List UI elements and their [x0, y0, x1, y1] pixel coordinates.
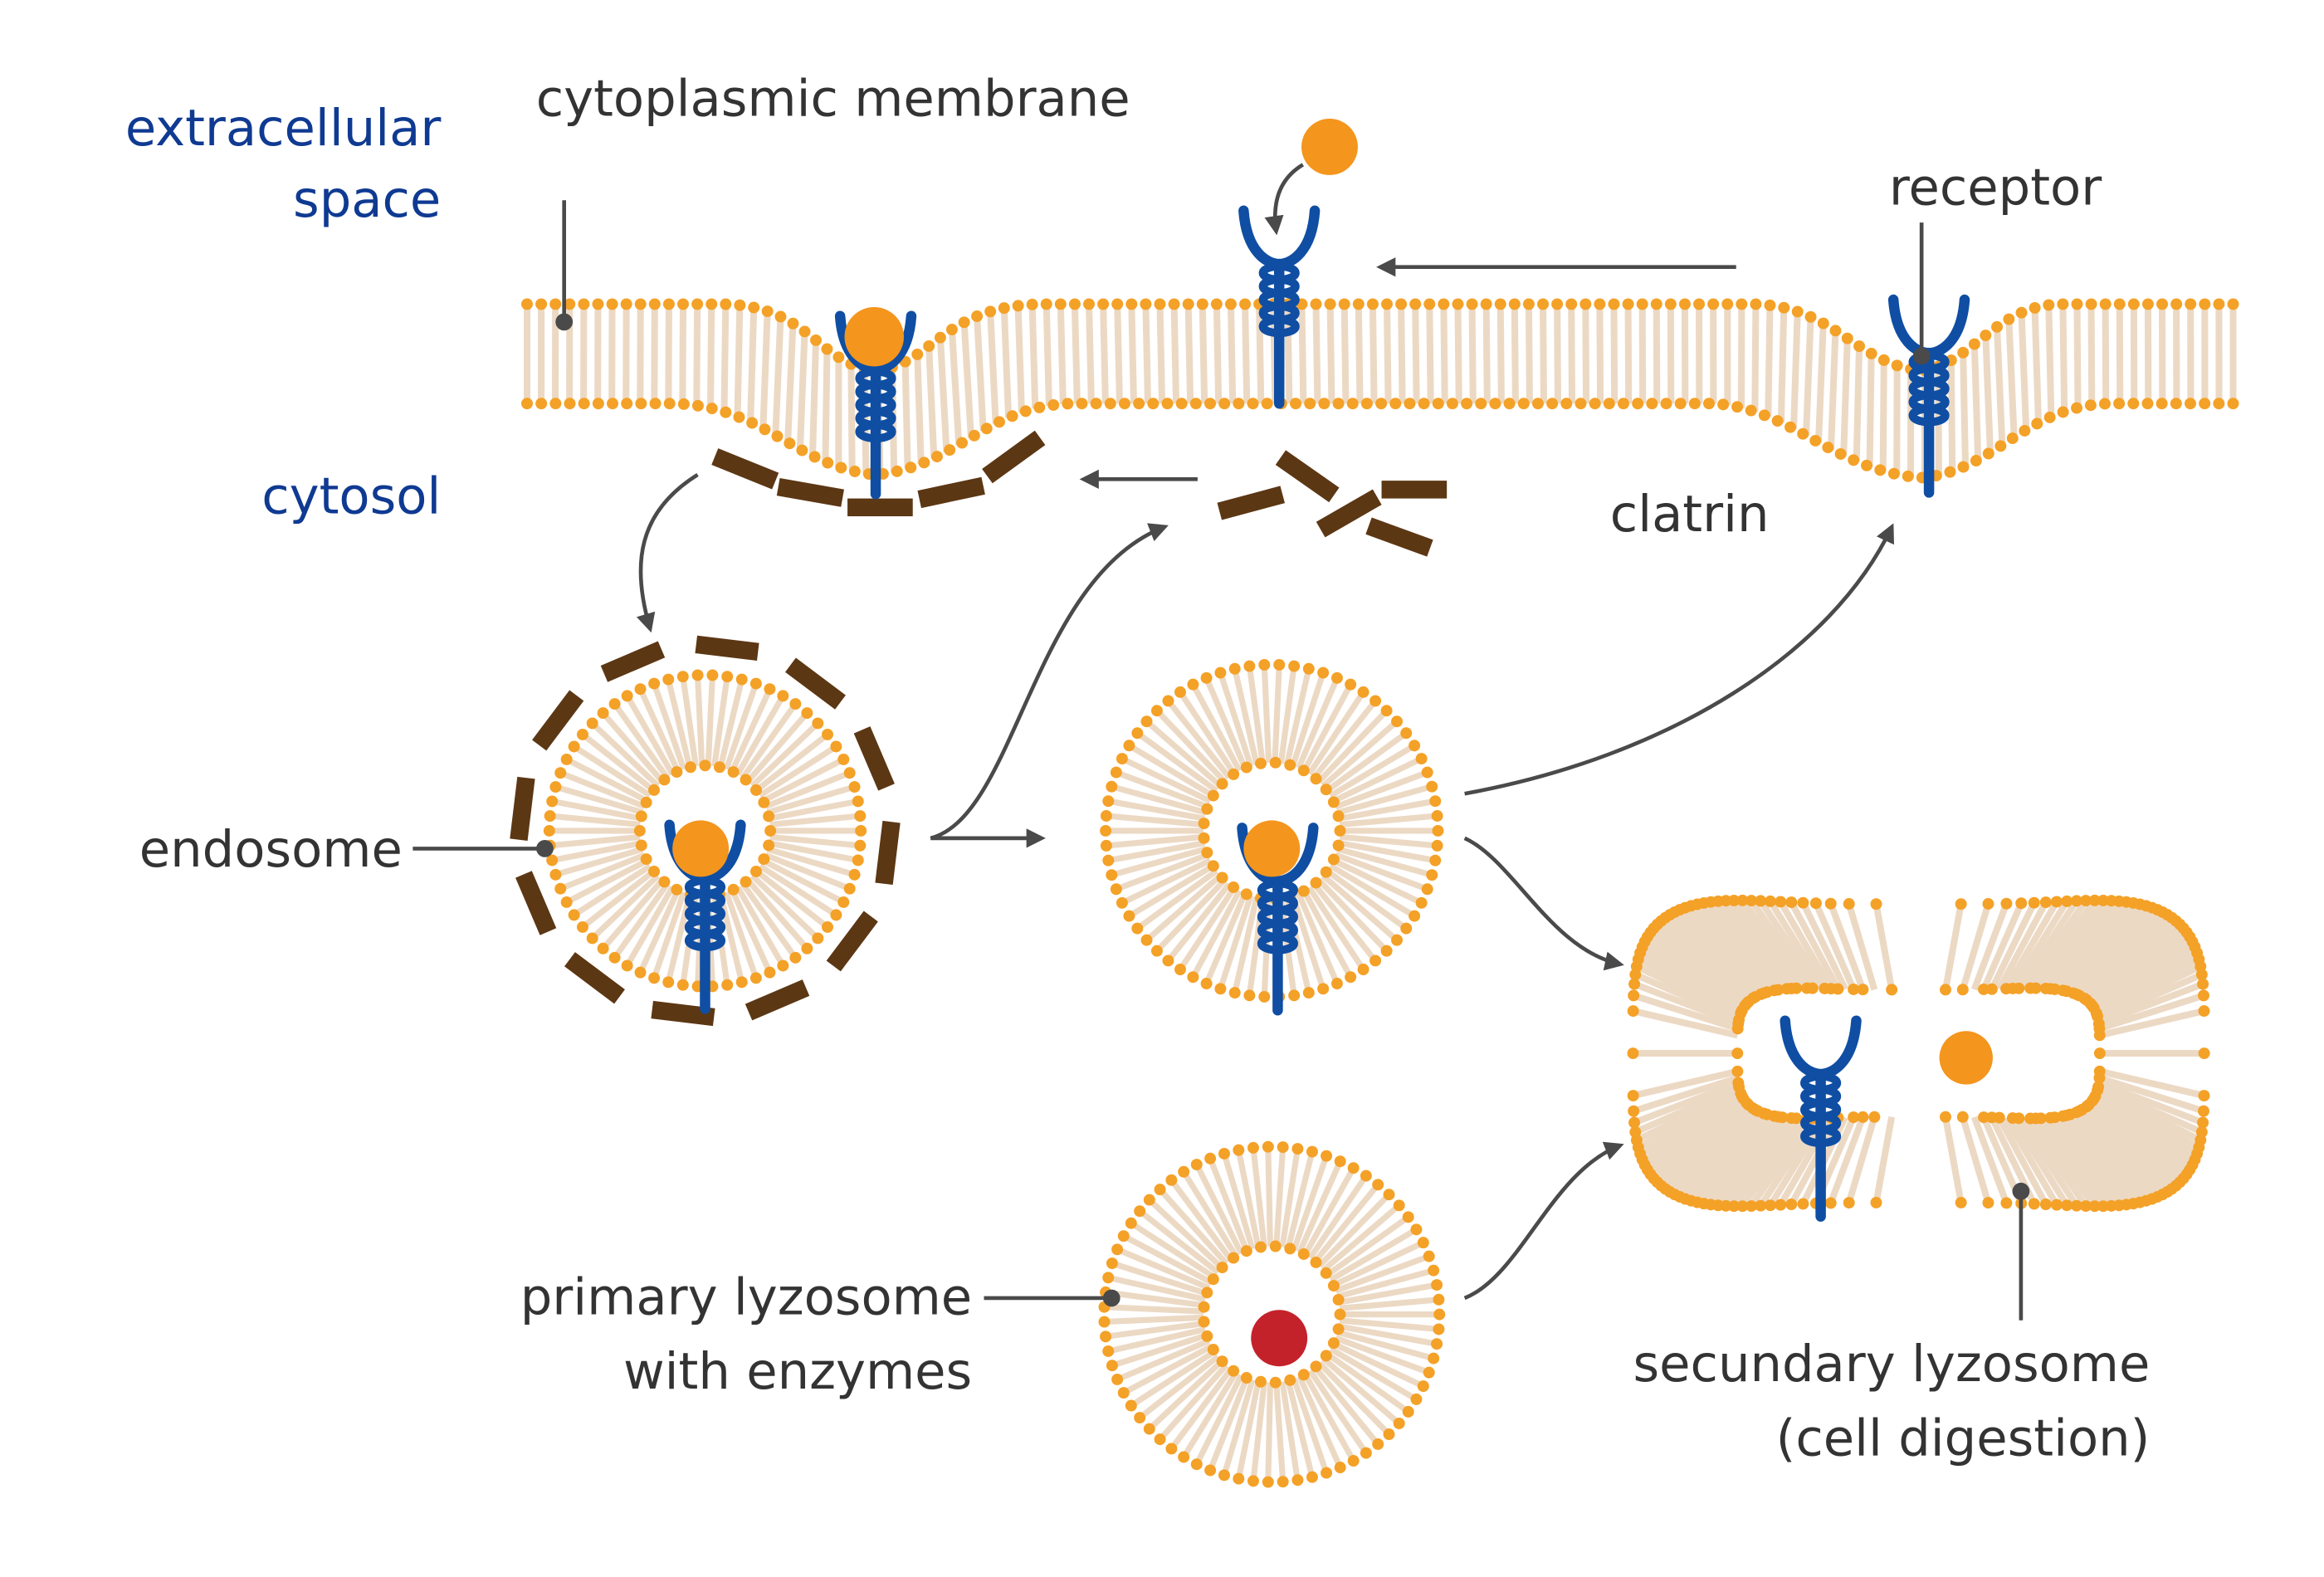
label-primary-1: primary lyzosome	[520, 1269, 972, 1327]
clathrin-coat-on-endosome	[510, 635, 901, 1027]
clathrin-coat-on-membrane	[711, 430, 1046, 517]
arrow-pit-to-endosome	[636, 472, 699, 633]
arrow-receptor-recycle	[1464, 523, 1894, 796]
ligands	[672, 118, 1993, 1085]
label-secondary-1: secundary lyzosome	[1633, 1335, 2151, 1394]
label-leaders	[413, 200, 2030, 1321]
receptor-free-membrane	[1238, 205, 1321, 409]
label-secondary-2: (cell digestion)	[1776, 1409, 2151, 1467]
label-cytosol: cytosol	[261, 467, 441, 525]
arrow-clathrin-release	[930, 523, 1169, 841]
secondary-lyzosome	[1627, 894, 2210, 1213]
label-endosome: endosome	[139, 821, 403, 879]
label-receptor: receptor	[1889, 159, 2102, 217]
arrow-ligand-binding	[1264, 163, 1305, 236]
label-primary-2: with enzymes	[623, 1343, 972, 1401]
ligand-secondary	[1939, 1031, 1993, 1085]
receptor-secondary	[1780, 1015, 1862, 1222]
primary-lyzosome	[1098, 1140, 1446, 1488]
enzyme-dot	[1251, 1310, 1308, 1367]
ligand-free	[1301, 118, 1358, 175]
ligand-endosome	[672, 820, 730, 877]
label-cytoplasmic-membrane: cytoplasmic membrane	[536, 70, 1130, 128]
free-clathrin-pieces	[1217, 450, 1448, 557]
label-clatrin: clatrin	[1610, 486, 1770, 544]
ligand-uncoated	[1243, 820, 1301, 877]
ligand-bound-membrane	[844, 306, 904, 367]
process-arrows	[636, 163, 1894, 1301]
arrow-fusion-lyzosome	[1463, 1141, 1624, 1301]
cytoplasmic-membrane	[521, 298, 2239, 484]
arrow-fusion-endosome	[1463, 836, 1624, 971]
labels: extracellular space cytoplasmic membrane…	[125, 70, 2151, 1467]
label-extracellular-1: extracellular	[125, 100, 442, 158]
label-extracellular-2: space	[293, 171, 441, 229]
